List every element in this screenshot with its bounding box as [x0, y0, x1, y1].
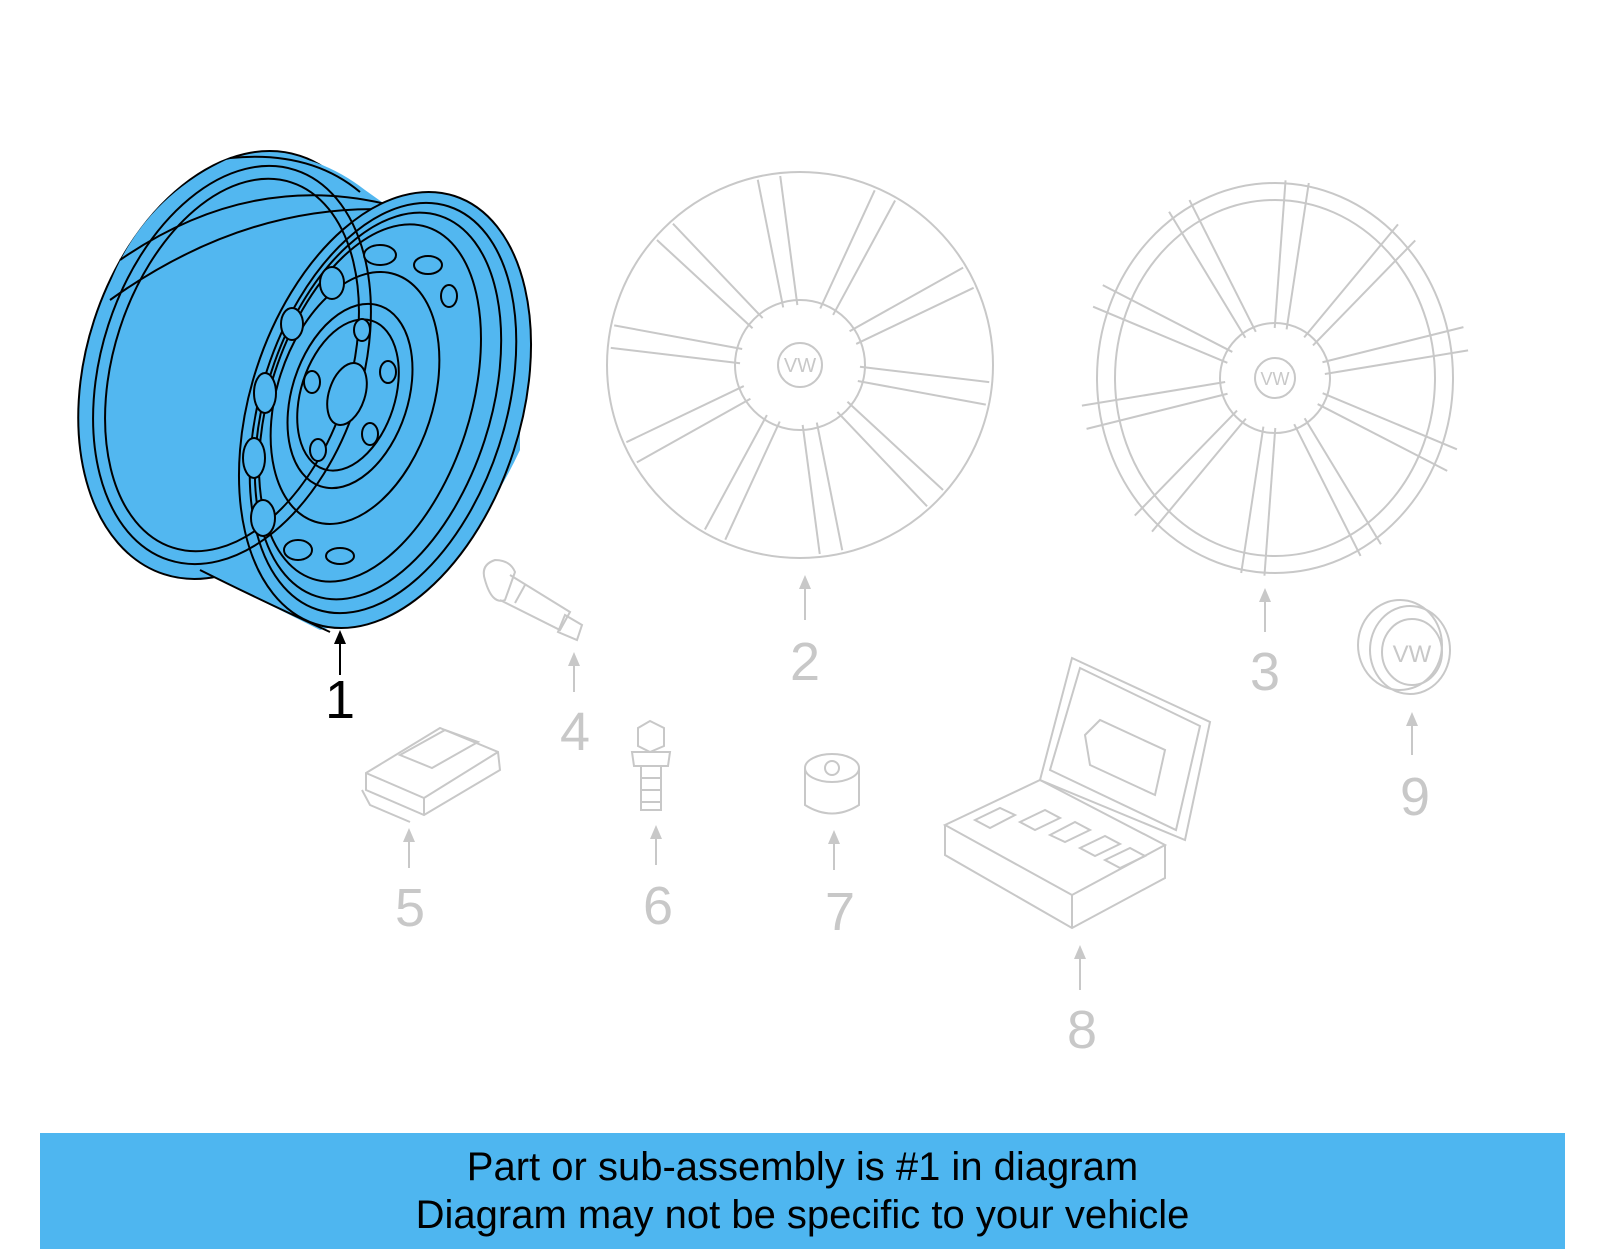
spoke-line	[1151, 417, 1247, 533]
spoke-line	[779, 175, 799, 306]
spoke-line	[1134, 409, 1238, 517]
spoke-line	[656, 239, 754, 330]
spoke-line	[1303, 223, 1399, 339]
spoke-line	[1285, 182, 1310, 330]
spoke-line	[625, 385, 745, 444]
spoke-line	[1317, 403, 1448, 472]
spoke-line	[636, 397, 751, 464]
footer-banner: Part or sub-assembly is #1 in diagram Di…	[40, 1133, 1565, 1249]
spoke-line	[857, 380, 987, 406]
spoke-line	[672, 223, 764, 319]
spoke-line	[1168, 211, 1247, 339]
callout-number-2: 2	[790, 632, 820, 692]
spoke-line	[846, 400, 944, 491]
spoke-line	[1188, 199, 1257, 333]
svg-text:VW: VW	[1261, 369, 1290, 389]
footer-banner-bg	[40, 1133, 1565, 1249]
callout-number-9: 9	[1400, 767, 1430, 827]
lock-cap-icon[interactable]	[804, 753, 860, 815]
spoke-line	[836, 411, 928, 507]
spoke-line	[1240, 426, 1265, 574]
callout-number-8: 8	[1067, 1000, 1097, 1060]
callout-number-1: 1	[325, 670, 355, 730]
spoke-line	[1273, 180, 1287, 329]
banner-line-1: Part or sub-assembly is #1 in diagram	[466, 1145, 1139, 1189]
center-cap-icon[interactable]: VW	[1357, 599, 1451, 695]
spoke-line	[1322, 326, 1464, 364]
spoke-line	[704, 414, 768, 530]
spoke-line	[819, 189, 876, 309]
alloy-wheel-icon[interactable]: VW	[1081, 180, 1469, 576]
alloy-wheel-icon[interactable]: VW	[606, 171, 994, 559]
spoke-line	[610, 346, 741, 365]
spoke-line	[1081, 381, 1226, 407]
callout-number-5: 5	[395, 878, 425, 938]
callout-arrows	[334, 575, 1418, 990]
steel-wheel-icon[interactable]	[26, 111, 583, 666]
svg-text:VW: VW	[1393, 641, 1432, 668]
spoke-line	[613, 324, 743, 350]
wheel-bolt-icon[interactable]	[630, 719, 672, 811]
spoke-line	[1324, 349, 1469, 375]
spoke-line	[1303, 417, 1382, 545]
tpms-sensor-icon[interactable]	[361, 726, 502, 823]
spoke-line	[1092, 305, 1228, 364]
spoke-line	[1312, 239, 1416, 347]
callout-number-3: 3	[1250, 642, 1280, 702]
spoke-line	[756, 179, 785, 308]
spoke-line	[1102, 284, 1233, 353]
callout-number-7: 7	[825, 882, 855, 942]
spoke-line	[1263, 427, 1277, 576]
spoke-line	[724, 421, 781, 541]
spoke-line	[1086, 392, 1228, 430]
tool-case-icon[interactable]	[942, 656, 1212, 930]
spoke-line	[832, 200, 896, 316]
spoke-line	[1293, 423, 1362, 557]
valve-stem-icon[interactable]	[482, 558, 584, 642]
spoke-line	[859, 365, 990, 384]
callout-number-6: 6	[643, 876, 673, 936]
spoke-line	[855, 286, 975, 345]
spoke-line	[801, 424, 821, 555]
banner-line-2: Diagram may not be specific to your vehi…	[415, 1193, 1190, 1237]
spoke-line	[1322, 392, 1458, 451]
spoke-line	[849, 266, 964, 333]
callout-number-4: 4	[560, 702, 590, 762]
svg-text:VW: VW	[784, 355, 816, 377]
spoke-line	[815, 422, 844, 551]
